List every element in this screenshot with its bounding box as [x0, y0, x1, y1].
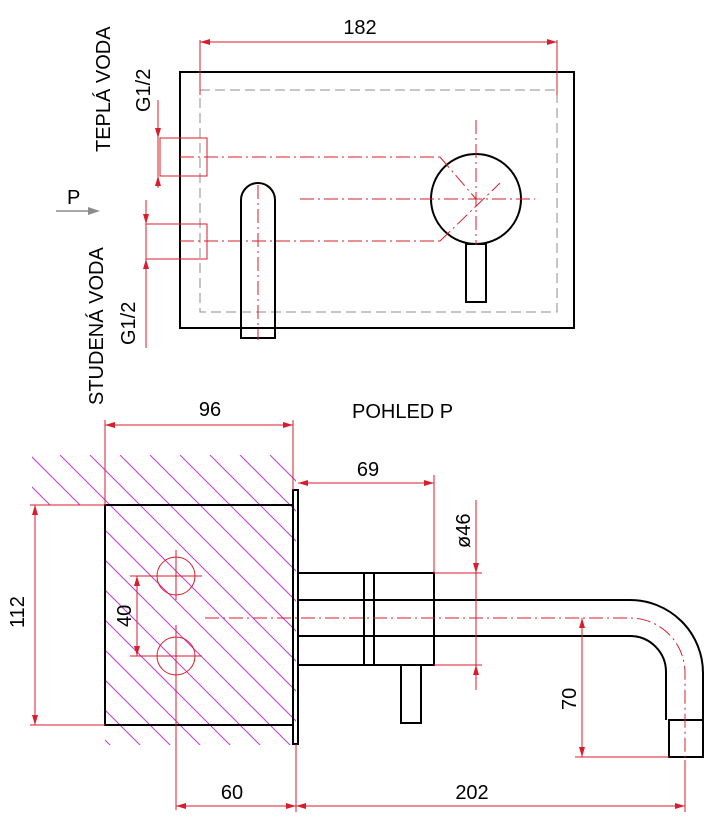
top-hidden-box — [199, 89, 558, 313]
hot-thread-label: G1/2 — [133, 69, 155, 112]
handle-stem — [465, 243, 487, 303]
valve-body — [297, 572, 435, 724]
cold-connection — [143, 200, 440, 348]
cold-water-label: STUDENÁ VODA — [85, 247, 108, 405]
dim-70-label: 70 — [559, 688, 581, 710]
dim-phi46: ø46 — [434, 500, 482, 690]
spout-nozzle — [668, 719, 704, 758]
side-view: 40 112 96 — [7, 399, 704, 812]
dim-96: 96 — [104, 399, 294, 505]
hot-connection — [155, 100, 440, 188]
dim-bottom: 60 202 — [176, 744, 686, 812]
dim-96-label: 96 — [199, 399, 221, 421]
cold-thread-label: G1/2 — [118, 302, 140, 345]
dim-182-label: 182 — [343, 17, 376, 39]
view-arrow-p: P — [56, 187, 100, 215]
view-title: POHLED P — [352, 401, 453, 423]
handle-top — [300, 120, 535, 303]
top-body-outline — [179, 71, 575, 329]
dim-70: 70 — [559, 618, 669, 758]
top-view: 182 — [56, 17, 575, 405]
view-arrow-label: P — [67, 187, 80, 209]
dim-69: 69 — [298, 459, 435, 573]
dim-40-label: 40 — [114, 605, 136, 627]
hot-water-label: TEPLÁ VODA — [92, 26, 115, 152]
valve-lever — [400, 664, 422, 724]
wall-hatching — [32, 455, 296, 745]
dim-112: 112 — [7, 504, 105, 726]
spout-pipe — [205, 599, 704, 760]
dim-182: 182 — [199, 17, 558, 95]
dim-112-label: 112 — [7, 596, 29, 628]
dim-60-label: 60 — [221, 782, 243, 804]
dim-69-label: 69 — [357, 459, 379, 481]
dim-202-label: 202 — [455, 782, 488, 804]
dim-40: 40 — [114, 575, 157, 657]
spout-top — [240, 182, 276, 340]
dim-phi46-label: ø46 — [453, 514, 475, 548]
